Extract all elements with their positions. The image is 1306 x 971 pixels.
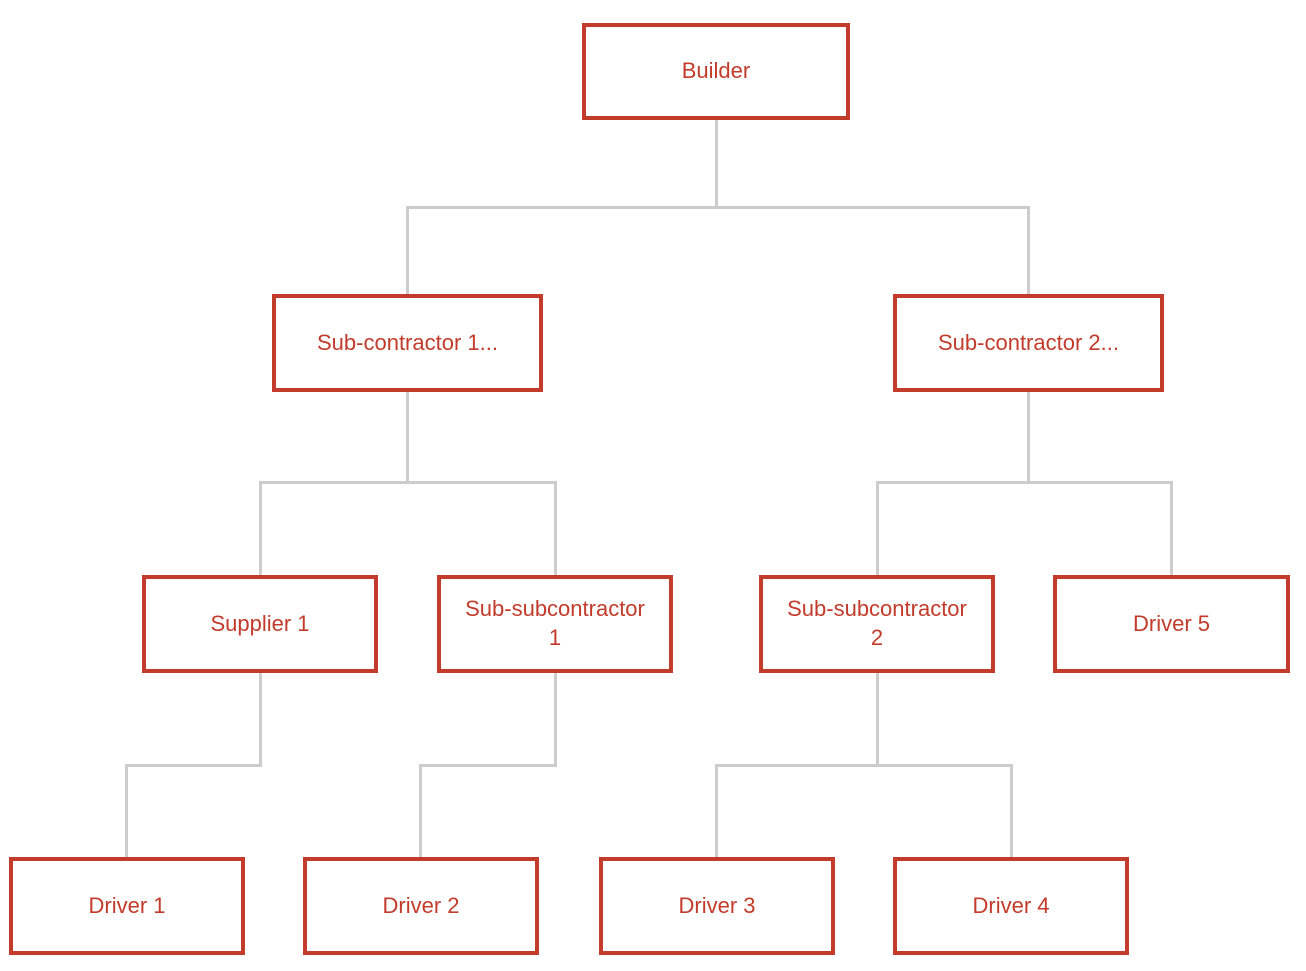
connector-to-sub-contractor-2 (1027, 206, 1030, 294)
connector-to-driver-3 (715, 764, 718, 857)
connector-to-sub-contractor-1 (406, 206, 409, 294)
org-node-sub-subcontractor-2[interactable]: Sub-subcontractor 2 (759, 575, 995, 673)
connector-to-supplier-1 (259, 481, 262, 575)
connector-to-sub-subcontractor-1 (554, 481, 557, 575)
org-node-label: Sub-subcontractor 1 (465, 596, 645, 650)
connector-supplier-1-jog (125, 764, 262, 767)
connector-to-sub-subcontractor-2 (876, 481, 879, 575)
connector-sub-contractor-1-children-rail (259, 481, 557, 484)
org-node-label: Supplier 1 (210, 610, 310, 636)
connector-sub-subcontractor-2-children-rail (715, 764, 1013, 767)
connector-builder-children-rail (406, 206, 1030, 209)
connector-to-driver-2 (419, 764, 422, 857)
connector-to-driver-4 (1010, 764, 1013, 857)
org-node-sub-subcontractor-1[interactable]: Sub-subcontractor 1 (437, 575, 673, 673)
org-node-sub-contractor-1[interactable]: Sub-contractor 1... (272, 294, 543, 392)
connector-to-driver-1 (125, 764, 128, 857)
connector-sub-subcontractor-1-down (554, 673, 557, 767)
org-node-supplier-1[interactable]: Supplier 1 (142, 575, 378, 673)
org-node-driver-1[interactable]: Driver 1 (9, 857, 245, 955)
org-node-driver-5[interactable]: Driver 5 (1053, 575, 1290, 673)
org-node-label: Driver 3 (678, 892, 756, 918)
org-node-label: Driver 5 (1132, 610, 1210, 636)
org-node-label: Driver 2 (382, 892, 460, 918)
org-node-builder[interactable]: Builder (582, 23, 850, 120)
org-node-label: Sub-subcontractor 2 (787, 596, 967, 650)
org-node-driver-2[interactable]: Driver 2 (303, 857, 539, 955)
org-node-driver-3[interactable]: Driver 3 (599, 857, 835, 955)
org-node-driver-4[interactable]: Driver 4 (893, 857, 1129, 955)
connector-builder-down (715, 120, 718, 209)
org-node-label: Builder (681, 58, 751, 84)
org-node-label: Driver 1 (88, 892, 166, 918)
connector-sub-subcontractor-2-down (876, 673, 879, 767)
connector-sub-subcontractor-1-jog (419, 764, 557, 767)
org-node-label: Driver 4 (972, 892, 1050, 918)
connector-supplier-1-down (259, 673, 262, 767)
connector-sub-contractor-2-children-rail (876, 481, 1173, 484)
connector-sub-contractor-2-down (1027, 392, 1030, 484)
org-node-sub-contractor-2[interactable]: Sub-contractor 2... (893, 294, 1164, 392)
connector-sub-contractor-1-down (406, 392, 409, 484)
org-node-label: Sub-contractor 2... (938, 329, 1119, 355)
org-node-label: Sub-contractor 1... (317, 329, 498, 355)
connector-to-driver-5 (1170, 481, 1173, 575)
